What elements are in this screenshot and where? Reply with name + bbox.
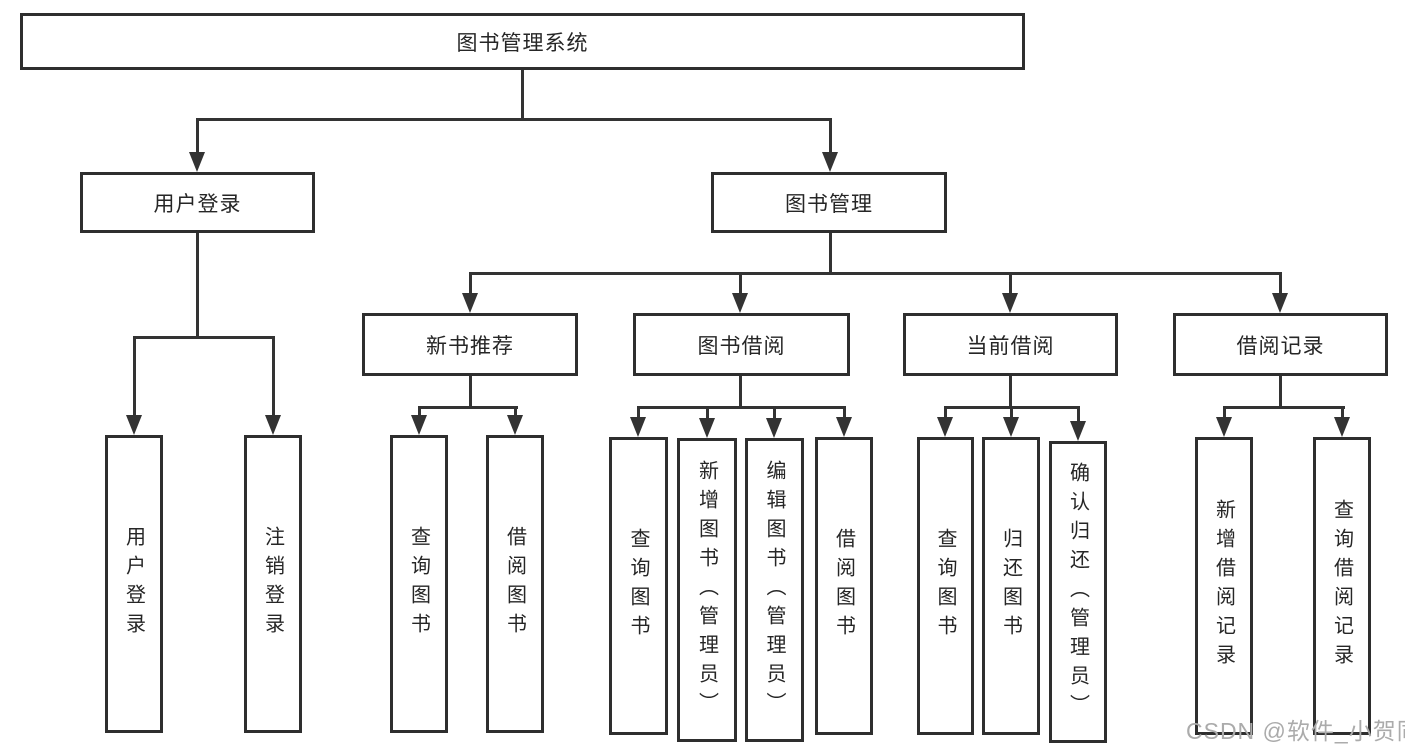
node-label: 新增借阅记录 <box>1212 499 1235 673</box>
arrow-down-icon <box>1002 293 1018 313</box>
connector-line <box>196 118 199 160</box>
connector-line <box>637 406 846 409</box>
arrow-down-icon <box>126 415 142 435</box>
leaf-confirm-return-admin: 确认归还（管理员） <box>1049 441 1107 743</box>
node-label: 查询借阅记录 <box>1330 499 1353 673</box>
csdn-watermark: CSDN @软件_小贺同学 <box>1186 718 1405 744</box>
node-label: 用户登录 <box>122 526 145 642</box>
connector-line <box>1341 406 1344 422</box>
connector-line <box>418 406 518 409</box>
node-label: 图书借阅 <box>697 334 786 358</box>
leaf-user-login: 用户登录 <box>105 435 163 733</box>
connector-line <box>1279 376 1282 409</box>
connector-line <box>829 118 832 160</box>
leaf-add-books-admin: 新增图书（管理员） <box>677 438 737 742</box>
leaf-query-books-2: 查询图书 <box>609 437 668 735</box>
node-label: 归还图书 <box>999 528 1022 644</box>
connector-line <box>521 69 524 120</box>
node-label: 用户登录 <box>153 192 242 216</box>
connector-line <box>944 406 947 422</box>
leaf-add-borrow-record: 新增借阅记录 <box>1195 437 1253 735</box>
node-label: 新书推荐 <box>426 334 514 358</box>
connector-line <box>706 406 709 422</box>
node-label: 当前借阅 <box>966 334 1055 358</box>
node-borrow-record: 借阅记录 <box>1173 313 1388 376</box>
arrow-down-icon <box>1216 417 1232 437</box>
node-book-management: 图书管理 <box>711 172 947 233</box>
connector-line <box>469 272 1282 275</box>
leaf-return-books: 归还图书 <box>982 437 1040 735</box>
arrow-down-icon <box>822 152 838 172</box>
arrow-down-icon <box>507 415 523 435</box>
connector-line <box>739 376 742 409</box>
arrow-down-icon <box>411 415 427 435</box>
node-new-book-recommend: 新书推荐 <box>362 313 578 376</box>
arrow-down-icon <box>1070 421 1086 441</box>
leaf-query-books-1: 查询图书 <box>390 435 448 733</box>
arrow-down-icon <box>189 152 205 172</box>
connector-line <box>133 336 136 420</box>
arrow-down-icon <box>766 418 782 438</box>
leaf-borrow-books-1: 借阅图书 <box>486 435 544 733</box>
connector-line <box>1009 376 1012 409</box>
connector-line <box>773 406 776 422</box>
node-label: 注销登录 <box>261 526 284 642</box>
node-label: 图书管理 <box>785 192 873 216</box>
node-root-system: 图书管理系统 <box>20 13 1025 70</box>
node-label: 借阅图书 <box>503 526 526 642</box>
arrow-down-icon <box>265 415 281 435</box>
connector-line <box>1223 406 1226 422</box>
node-label: 借阅记录 <box>1236 334 1325 358</box>
leaf-edit-books-admin: 编辑图书（管理员） <box>745 438 804 742</box>
node-label: 确认归还（管理员） <box>1066 461 1089 723</box>
connector-line <box>1009 272 1012 296</box>
connector-line <box>829 233 832 275</box>
connector-line <box>1010 406 1013 422</box>
node-label: 新增图书（管理员） <box>695 459 718 721</box>
connector-line <box>418 406 421 420</box>
connector-line <box>469 272 472 296</box>
arrow-down-icon <box>699 418 715 438</box>
arrow-down-icon <box>630 417 646 437</box>
node-label: 借阅图书 <box>832 528 855 644</box>
arrow-down-icon <box>1003 417 1019 437</box>
connector-line <box>843 406 846 422</box>
node-user-login: 用户登录 <box>80 172 315 233</box>
leaf-borrow-books-2: 借阅图书 <box>815 437 873 735</box>
arrow-down-icon <box>1334 417 1350 437</box>
connector-line <box>133 336 275 339</box>
node-label: 编辑图书（管理员） <box>763 459 785 721</box>
connector-line <box>1223 406 1345 409</box>
connector-line <box>196 233 199 338</box>
node-book-borrow: 图书借阅 <box>633 313 850 376</box>
connector-line <box>1077 406 1080 426</box>
connector-line <box>1279 272 1282 296</box>
node-current-borrow: 当前借阅 <box>903 313 1118 376</box>
leaf-query-books-3: 查询图书 <box>917 437 974 735</box>
leaf-query-borrow-record: 查询借阅记录 <box>1313 437 1371 735</box>
arrow-down-icon <box>937 417 953 437</box>
connector-line <box>272 336 275 420</box>
connector-line <box>514 406 517 420</box>
connector-line <box>637 406 640 422</box>
leaf-logout: 注销登录 <box>244 435 302 733</box>
connector-line <box>739 272 742 296</box>
arrow-down-icon <box>836 417 852 437</box>
node-label: 查询图书 <box>407 526 430 642</box>
connector-line <box>196 118 832 121</box>
node-label: 查询图书 <box>627 528 649 644</box>
arrow-down-icon <box>462 293 478 313</box>
arrow-down-icon <box>1272 293 1288 313</box>
node-label: 图书管理系统 <box>456 31 589 55</box>
connector-line <box>469 376 472 409</box>
node-label: 查询图书 <box>934 528 956 644</box>
arrow-down-icon <box>732 293 748 313</box>
